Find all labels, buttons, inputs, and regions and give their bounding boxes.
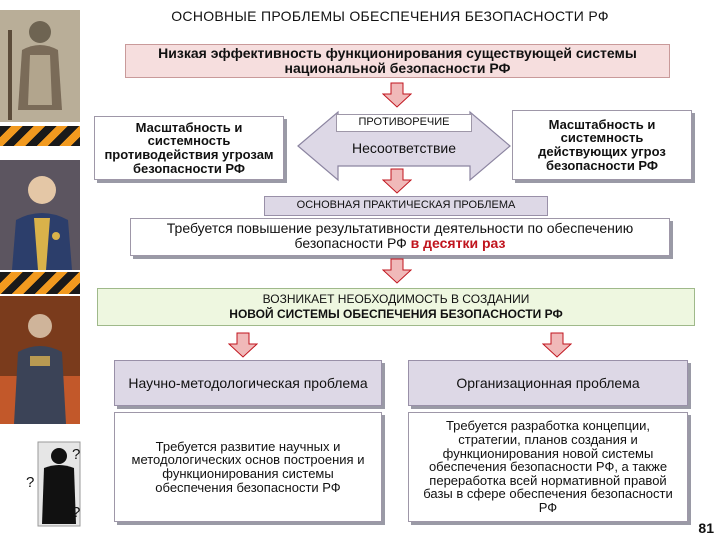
necessity-line-2: НОВОЙ СИСТЕМЫ ОБЕСПЕЧЕНИЯ БЕЗОПАСНОСТИ Р… [229, 307, 563, 321]
down-arrow-icon [228, 332, 258, 358]
scientific-detail-box: Требуется развитие научных и методологич… [114, 412, 382, 522]
organizational-problem-box: Организационная проблема [408, 360, 688, 406]
left-scale-text: Масштабность и системность противодейств… [104, 119, 274, 176]
silhouette-icon [37, 441, 81, 527]
main-problem-label-box: ОСНОВНАЯ ПРАКТИЧЕСКАЯ ПРОБЛЕМА [264, 196, 548, 216]
contradiction-text: Несоответствие [351, 140, 457, 156]
necessity-box: ВОЗНИКАЕТ НЕОБХОДИМОСТЬ В СОЗДАНИИ НОВОЙ… [97, 288, 695, 326]
organizational-detail-text: Требуется разработка концепции, стратеги… [423, 418, 673, 516]
top-problem-text: Низкая эффективность функционирования су… [158, 45, 637, 76]
page-title: ОСНОВНЫЕ ПРОБЛЕМЫ ОБЕСПЕЧЕНИЯ БЕЗОПАСНОС… [171, 8, 609, 24]
scientific-problem-box: Научно-методологическая проблема [114, 360, 382, 406]
ribbon-stripe [0, 126, 80, 146]
requirement-box: Требуется повышение результативности дея… [130, 218, 670, 256]
knight-portrait [0, 10, 80, 122]
slide-number: 81 [698, 520, 714, 536]
requirement-highlight: в десятки раз [410, 234, 506, 251]
unknown-person-figure [24, 438, 104, 528]
marshal-portrait [0, 296, 80, 424]
right-scale-box: Масштабность и системность действующих у… [512, 110, 692, 180]
down-arrow-icon [542, 332, 572, 358]
contradiction-label-box: ПРОТИВОРЕЧИЕ [336, 114, 472, 132]
left-scale-box: Масштабность и системность противодейств… [94, 116, 284, 180]
requirement-text: Требуется повышение результативности дея… [166, 220, 634, 251]
necessity-line-1: ВОЗНИКАЕТ НЕОБХОДИМОСТЬ В СОЗДАНИИ [262, 292, 530, 307]
organizational-problem-title: Организационная проблема [456, 374, 640, 391]
contradiction-label: ПРОТИВОРЕЧИЕ [358, 116, 450, 129]
down-arrow-icon [382, 258, 412, 284]
right-scale-text: Масштабность и системность действующих у… [538, 116, 666, 173]
down-arrow-icon [382, 82, 412, 108]
question-mark: ? [72, 446, 81, 463]
organizational-detail-box: Требуется разработка концепции, стратеги… [408, 412, 688, 522]
down-arrow-icon [382, 168, 412, 194]
top-problem-box: Низкая эффективность функционирования су… [125, 44, 670, 78]
ribbon-stripe-2 [0, 272, 80, 294]
main-problem-label: ОСНОВНАЯ ПРАКТИЧЕСКАЯ ПРОБЛЕМА [296, 199, 516, 212]
general-portrait [0, 160, 80, 270]
scientific-problem-title: Научно-методологическая проблема [128, 374, 368, 391]
question-mark: ? [26, 474, 35, 491]
question-mark: ? [72, 504, 81, 521]
scientific-detail-text: Требуется развитие научных и методологич… [131, 438, 365, 495]
